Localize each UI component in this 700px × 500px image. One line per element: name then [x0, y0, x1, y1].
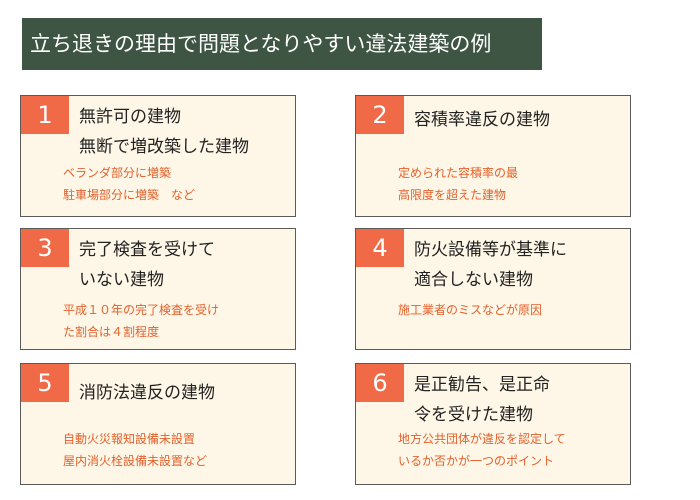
card-heading-line: いない建物	[79, 270, 164, 290]
card-description: 定められた容積率の最 高限度を超えた建物	[398, 162, 624, 206]
card-description-line: 自動火災報知設備未設置	[63, 432, 196, 446]
card-heading-line: 防火設備等が基準に	[414, 240, 567, 260]
card-description: ベランダ部分に増築 駐車場部分に増築 など	[63, 162, 289, 206]
card-heading-line: 消防法違反の建物	[79, 383, 215, 403]
card-heading: 容積率違反の建物	[414, 105, 624, 135]
card-3: 3 完了検査を受けて いない建物 平成１０年の完了検査を受け た割合は４割程度	[20, 228, 296, 350]
card-heading: 防火設備等が基準に 適合しない建物	[414, 235, 624, 295]
card-description-line: 平成１０年の完了検査を受け	[63, 303, 220, 317]
card-heading-line: 令を受けた建物	[414, 405, 533, 425]
card-4: 4 防火設備等が基準に 適合しない建物 施工業者のミスなどが原因	[355, 228, 631, 350]
card-number: 1	[21, 96, 69, 134]
card-description-line: 高限度を超えた建物	[398, 188, 507, 202]
card-heading-line: 是正勧告、是正命	[414, 375, 550, 395]
card-description: 地方公共団体が違反を認定して いるか否かが一つのポイント	[398, 428, 624, 472]
card-heading: 是正勧告、是正命 令を受けた建物	[414, 370, 624, 430]
card-heading: 完了検査を受けて いない建物	[79, 235, 289, 295]
card-5: 5 消防法違反の建物 自動火災報知設備未設置 屋内消火栓設備未設置など	[20, 363, 296, 485]
card-2: 2 容積率違反の建物 定められた容積率の最 高限度を超えた建物	[355, 95, 631, 217]
card-description-line: た割合は４割程度	[63, 325, 160, 339]
card-number: 2	[356, 96, 404, 134]
card-description-line: ベランダ部分に増築	[63, 166, 172, 180]
card-heading-line: 容積率違反の建物	[414, 110, 550, 130]
card-number: 5	[21, 364, 69, 402]
card-number: 3	[21, 229, 69, 267]
card-number: 6	[356, 364, 404, 402]
card-heading-line: 適合しない建物	[414, 270, 533, 290]
card-heading-line: 無許可の建物	[79, 107, 181, 127]
card-heading: 消防法違反の建物	[79, 378, 289, 408]
card-description-line: いるか否かが一つのポイント	[398, 454, 555, 468]
card-heading-line: 完了検査を受けて	[79, 240, 215, 260]
card-description: 施工業者のミスなどが原因	[398, 299, 624, 321]
card-description-line: 定められた容積率の最	[398, 166, 519, 180]
card-1: 1 無許可の建物 無断で増改築した建物 ベランダ部分に増築 駐車場部分に増築 な…	[20, 95, 296, 217]
page-title: 立ち退きの理由で問題となりやすい違法建築の例	[22, 18, 542, 70]
card-description: 平成１０年の完了検査を受け た割合は４割程度	[63, 299, 289, 343]
card-number: 4	[356, 229, 404, 267]
card-description-line: 屋内消火栓設備未設置など	[63, 454, 208, 468]
card-heading-line: 無断で増改築した建物	[79, 137, 249, 157]
card-description-line: 駐車場部分に増築 など	[63, 188, 196, 202]
card-6: 6 是正勧告、是正命 令を受けた建物 地方公共団体が違反を認定して いるか否かが…	[355, 363, 631, 485]
card-description: 自動火災報知設備未設置 屋内消火栓設備未設置など	[63, 428, 289, 472]
card-heading: 無許可の建物 無断で増改築した建物	[79, 102, 289, 162]
card-description-line: 地方公共団体が違反を認定して	[398, 432, 566, 446]
card-description-line: 施工業者のミスなどが原因	[398, 303, 543, 317]
